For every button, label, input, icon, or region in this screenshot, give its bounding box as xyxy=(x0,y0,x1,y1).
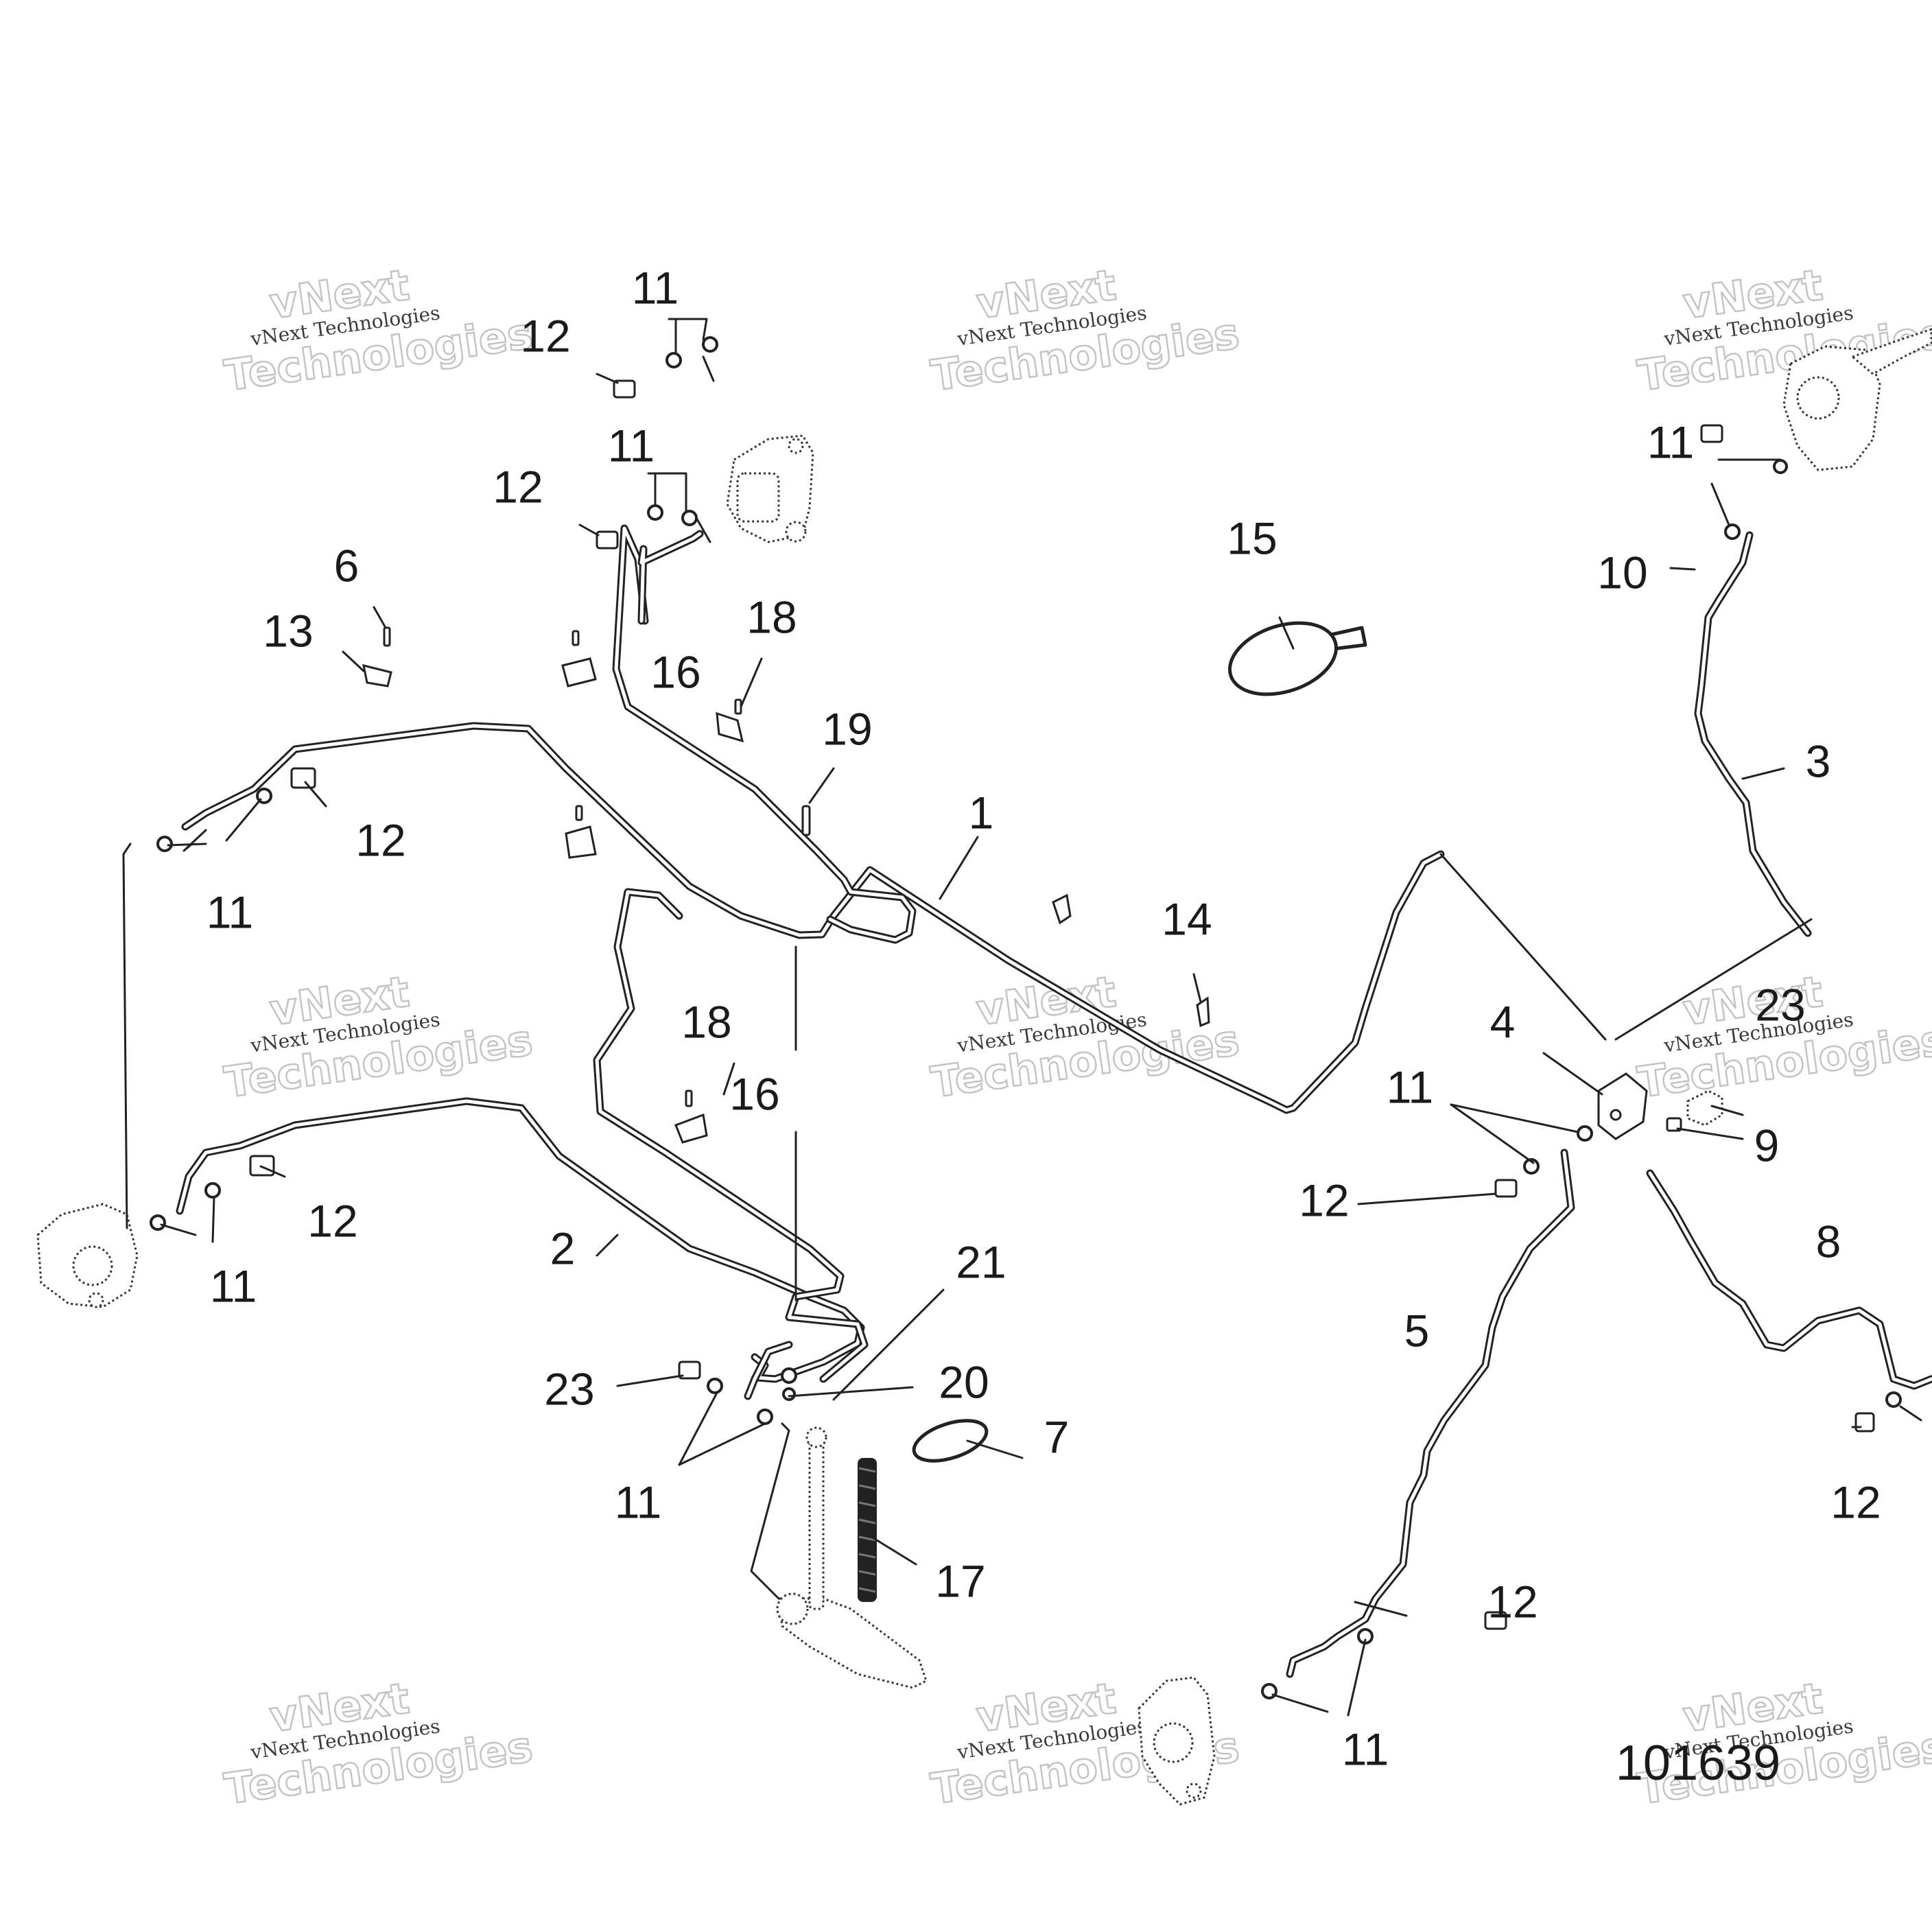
callout-12-a: 12 xyxy=(520,310,570,361)
watermark-mid-left: vNext Technologies vNext Technologies xyxy=(220,965,536,1108)
sealing-washers xyxy=(150,336,1902,1699)
callout-16-a: 16 xyxy=(650,646,700,697)
brake-line-2 xyxy=(176,1097,865,1383)
brake-line-16-upper xyxy=(612,524,917,944)
brake-line-16-lower xyxy=(593,888,869,1383)
callout-11-g: 11 xyxy=(615,1476,662,1527)
watermark-bottom-left: vNext Technologies vNext Technologies xyxy=(220,1672,536,1815)
brake-line-3 xyxy=(1694,531,1812,937)
callout-11-d: 11 xyxy=(210,1260,257,1311)
callout-11-b: 11 xyxy=(608,420,655,471)
callout-12-b: 12 xyxy=(493,461,543,512)
callout-2: 2 xyxy=(550,1223,576,1273)
callout-20: 20 xyxy=(939,1356,989,1407)
callout-6: 6 xyxy=(334,540,360,591)
callout-18-a: 18 xyxy=(746,591,797,642)
handlebar-master-cylinder xyxy=(1782,328,1932,471)
callout-11-h: 11 xyxy=(1342,1723,1389,1774)
foot-master-cylinder xyxy=(776,1426,928,1689)
callout-13: 13 xyxy=(263,605,313,656)
brake-line-1 xyxy=(181,722,1445,1114)
callout-4: 4 xyxy=(1490,996,1516,1047)
callout-1: 1 xyxy=(969,787,994,838)
watermark-top-right: vNext Technologies vNext Technologies xyxy=(1634,259,1932,401)
cable-strap-15 xyxy=(1227,621,1367,696)
brake-line-to-master-cylinder xyxy=(744,1341,793,1400)
callout-8: 8 xyxy=(1816,1216,1841,1267)
callout-11-a: 11 xyxy=(632,262,679,313)
spring-17 xyxy=(858,1458,877,1602)
brake-line-to-front-caliper xyxy=(637,530,704,625)
callout-14: 14 xyxy=(1162,893,1212,944)
callout-21: 21 xyxy=(956,1236,1006,1287)
callout-9: 9 xyxy=(1754,1120,1780,1170)
brake-line-5 xyxy=(1286,1148,1575,1678)
callout-12-f: 12 xyxy=(1830,1476,1881,1527)
callout-23-a: 23 xyxy=(544,1363,594,1414)
callout-11-e: 11 xyxy=(1647,416,1695,467)
callouts: 1 2 3 4 5 6 7 8 9 10 11 11 11 11 11 11 1… xyxy=(207,262,1881,1774)
leader-lines xyxy=(122,318,1922,1717)
small-screws xyxy=(383,626,811,1107)
callout-10: 10 xyxy=(1597,547,1647,598)
front-caliper xyxy=(726,434,814,543)
callout-12-c: 12 xyxy=(355,814,405,865)
callout-12-d: 12 xyxy=(307,1195,357,1246)
figure-id: 101639 xyxy=(1616,1736,1780,1791)
distribution-block-4 xyxy=(1597,1072,1648,1140)
left-caliper xyxy=(36,1203,139,1308)
pressure-switch xyxy=(1686,1089,1723,1127)
callout-15: 15 xyxy=(1227,513,1277,563)
callout-19: 19 xyxy=(822,703,872,754)
rear-caliper xyxy=(1138,1676,1216,1806)
callout-3: 3 xyxy=(1806,735,1831,786)
cable-strap-7 xyxy=(912,1419,989,1463)
callout-18-b: 18 xyxy=(681,996,731,1047)
callout-11-c: 11 xyxy=(207,886,254,937)
brake-line-8 xyxy=(1646,1169,1932,1390)
callout-7: 7 xyxy=(1044,1411,1070,1462)
banjo-bolts xyxy=(249,379,1875,1630)
callout-11-f: 11 xyxy=(1387,1061,1434,1112)
callout-16-b: 16 xyxy=(729,1068,779,1119)
line-clips xyxy=(362,657,1210,1144)
callout-5: 5 xyxy=(1404,1305,1430,1356)
watermark-top-left: vNext Technologies vNext Technologies xyxy=(220,259,536,401)
callout-12-g: 12 xyxy=(1487,1576,1538,1627)
callout-12-e: 12 xyxy=(1299,1175,1349,1225)
callout-23-b: 23 xyxy=(1755,979,1805,1030)
callout-17: 17 xyxy=(935,1555,985,1606)
watermark-top-center: vNext Technologies vNext Technologies xyxy=(927,259,1242,401)
